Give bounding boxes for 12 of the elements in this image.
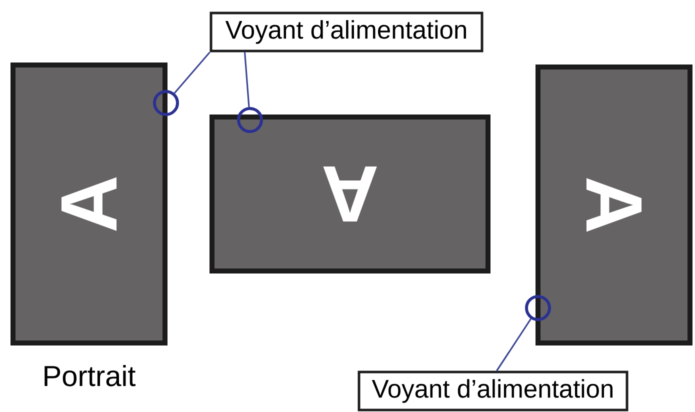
indicator-circle bbox=[153, 90, 179, 116]
callout-box: Voyant d’alimentation bbox=[210, 12, 484, 52]
indicator-circle bbox=[237, 107, 263, 133]
callout-box: Voyant d’alimentation bbox=[358, 370, 628, 412]
indicator-circle bbox=[525, 295, 551, 321]
monitor-screen: A bbox=[210, 114, 490, 274]
leader-line bbox=[174, 52, 210, 94]
leader-line bbox=[496, 318, 532, 372]
monitor-screen: A bbox=[10, 62, 168, 346]
leader-line bbox=[244, 52, 250, 108]
node-label: Portrait bbox=[44, 365, 136, 386]
monitor-screen: A bbox=[536, 64, 692, 346]
